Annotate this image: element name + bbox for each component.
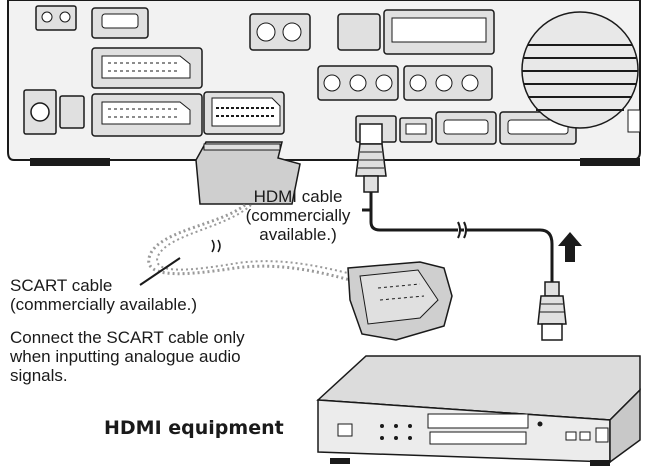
- lan-port: [337, 13, 381, 51]
- scart-socket-icon: [101, 101, 191, 125]
- scart-label-pointer: [139, 257, 181, 286]
- disc-tray-icon: [427, 413, 529, 429]
- hdmi-cable-label-line: available.): [259, 225, 337, 245]
- display-window-icon: [429, 431, 527, 445]
- power-button-icon: [337, 423, 353, 437]
- scart-note-line: when inputting analogue audio: [10, 347, 241, 367]
- vent-grille: [521, 11, 639, 129]
- panel-tab: [627, 109, 641, 133]
- arrow-up-icon: [558, 232, 582, 262]
- jack-icon: [59, 11, 71, 23]
- scart-note: Connect the SCART cable only when inputt…: [10, 328, 310, 385]
- jack-icon: [41, 11, 53, 23]
- hdmi-equipment-label: HDMI equipment: [104, 417, 284, 439]
- tv-rear-panel: [7, 0, 641, 166]
- scart-note-line: signals.: [10, 366, 68, 386]
- scart-cable-label: SCART cable (commercially available.): [10, 276, 197, 314]
- hdmi-equipment-device: [316, 355, 641, 466]
- optical-jack: [59, 95, 85, 129]
- hdmi-cable-label: HDMI cable (commercially available.): [238, 187, 358, 244]
- scart-plug-tv: [195, 141, 301, 205]
- cable-break-mark: [457, 221, 467, 239]
- scart-cable-label-line: SCART cable: [10, 276, 113, 295]
- device-foot: [330, 458, 350, 464]
- scart-note-line: Connect the SCART cable only: [10, 328, 245, 347]
- scart-plug-equipment: [347, 261, 453, 341]
- hdmi-plug-tv: [355, 123, 387, 193]
- device-foot: [590, 460, 610, 466]
- hdmi-cable-label-line: HDMI cable: [253, 187, 343, 206]
- scart-cable-label-line: (commercially available.): [10, 295, 198, 315]
- scart-socket-icon: [101, 55, 191, 79]
- tv-foot-right: [580, 158, 640, 166]
- hdmi-plug-equipment: [537, 281, 567, 341]
- cable-break-mark: [211, 239, 221, 253]
- dsub-icon: [101, 13, 139, 29]
- tv-foot-left: [30, 158, 110, 166]
- hdmi-cable-label-line: (commercially: [245, 206, 351, 226]
